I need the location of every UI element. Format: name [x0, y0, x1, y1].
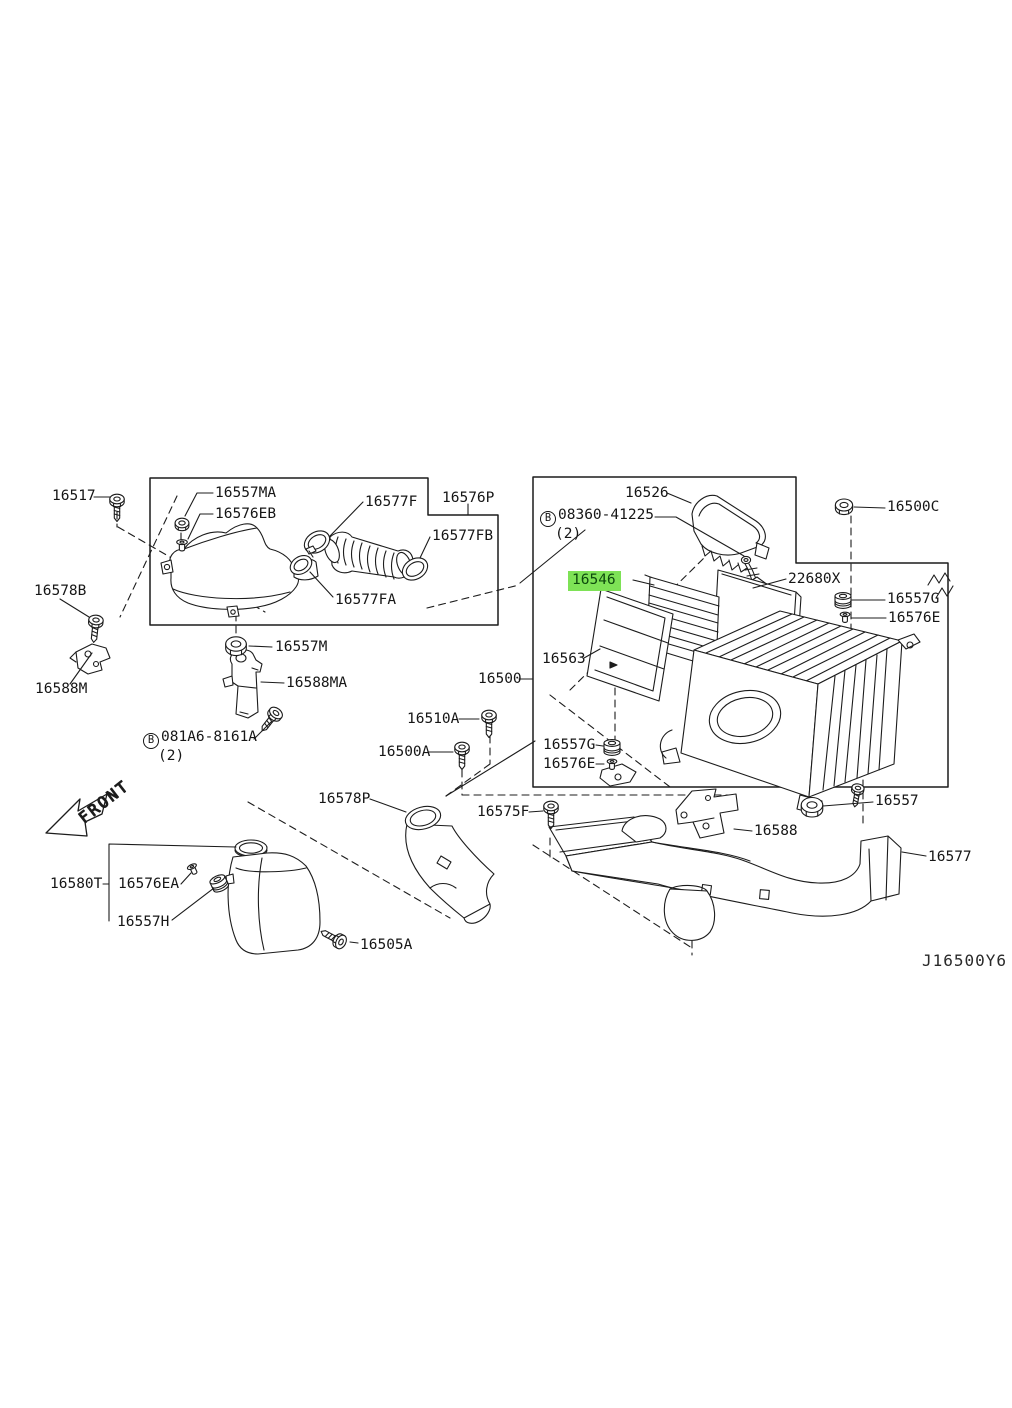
part-label-16500A: 16500A	[378, 744, 431, 760]
part-label-16575F: 16575F	[477, 804, 530, 820]
part-label-16510A: 16510A	[407, 711, 460, 727]
clip-16576E-right-icon	[839, 611, 851, 623]
part-label-16557M: 16557M	[275, 639, 328, 655]
part-label-16557G: 16557G	[543, 737, 596, 753]
part-label-16577F: 16577F	[365, 494, 418, 510]
part-label-16588: 16588	[754, 823, 798, 839]
bolt-16505A-icon	[317, 924, 350, 952]
clip-16576EA-icon	[186, 862, 201, 877]
intake-hose-drawing	[322, 532, 414, 579]
part-label-16557G: 16557G	[887, 591, 940, 607]
mount-16557-icon	[800, 796, 824, 818]
part-label-16500: 16500	[478, 671, 522, 687]
part-label-16500C: 16500C	[887, 499, 940, 515]
bracket-16588-drawing	[676, 789, 738, 838]
part-label-16576E: 16576E	[888, 610, 941, 626]
reservoir-tank-drawing	[226, 840, 320, 954]
part-label-22680X: 22680X	[788, 571, 841, 587]
bolt-16500A-icon	[454, 741, 470, 771]
part-label-16557H: 16557H	[117, 914, 170, 930]
part-label-16576P: 16576P	[442, 490, 495, 506]
air-duct-drawing	[549, 816, 901, 941]
bolt-081A6-icon	[255, 704, 286, 736]
part-label-16588MA: 16588MA	[286, 675, 348, 691]
cover-screw-drawing	[741, 556, 761, 597]
lower-duct-drawing	[403, 803, 494, 924]
air-cleaner-assembly-box	[533, 477, 948, 787]
bracket-16588MA-drawing	[223, 650, 262, 718]
bolt-16510A-icon	[481, 709, 497, 739]
bolt-16575F-icon	[543, 800, 559, 830]
mount-16557M-icon	[225, 636, 247, 657]
part-label-16563: 16563	[542, 651, 586, 667]
part-label-16578B: 16578B	[34, 583, 87, 599]
part-label-16546: 16546	[568, 571, 621, 591]
part-label-16505A: 16505A	[360, 937, 413, 953]
construction-solid-lines	[446, 530, 585, 796]
bolt-16578B-icon	[85, 613, 105, 644]
part-label-16588M: 16588M	[35, 681, 88, 697]
part-label-16578P: 16578P	[318, 791, 371, 807]
part-label-16576EB: 16576EB	[215, 506, 277, 522]
part-label-16577: 16577	[928, 849, 972, 865]
hose-clamp-16577FB	[398, 553, 431, 584]
leader-lines	[60, 493, 926, 943]
part-label-16557: 16557	[875, 793, 919, 809]
front-arrow: FRONT	[46, 776, 134, 836]
part-label-16577FB: 16577FB	[432, 528, 494, 544]
air-cleaner-case-drawing	[600, 573, 953, 815]
part-label-16576EA: 16576EA	[118, 876, 180, 892]
part-label-16580T: 16580T	[50, 876, 103, 892]
front-label: FRONT	[75, 777, 133, 828]
air-cleaner-cover-drawing	[692, 495, 769, 572]
grommet-16557G-center-icon	[603, 739, 621, 756]
hose-clamp-16577FA	[287, 546, 316, 578]
part-label-16576E: 16576E	[543, 756, 596, 772]
diagram-code: J16500Y6	[922, 951, 1008, 970]
part-label-16557MA: 16557MA	[215, 485, 277, 501]
bracket-16588M-drawing	[70, 644, 110, 674]
part-label-16517: 16517	[52, 488, 96, 504]
part-label-16577FA: 16577FA	[335, 592, 397, 608]
nut-16557MA-icon	[174, 517, 190, 532]
nut-16500C-icon	[834, 498, 854, 516]
part-label-16526: 16526	[625, 485, 669, 501]
resonator-assembly-box	[150, 478, 498, 625]
grommet-16557G-right-icon	[834, 592, 852, 609]
